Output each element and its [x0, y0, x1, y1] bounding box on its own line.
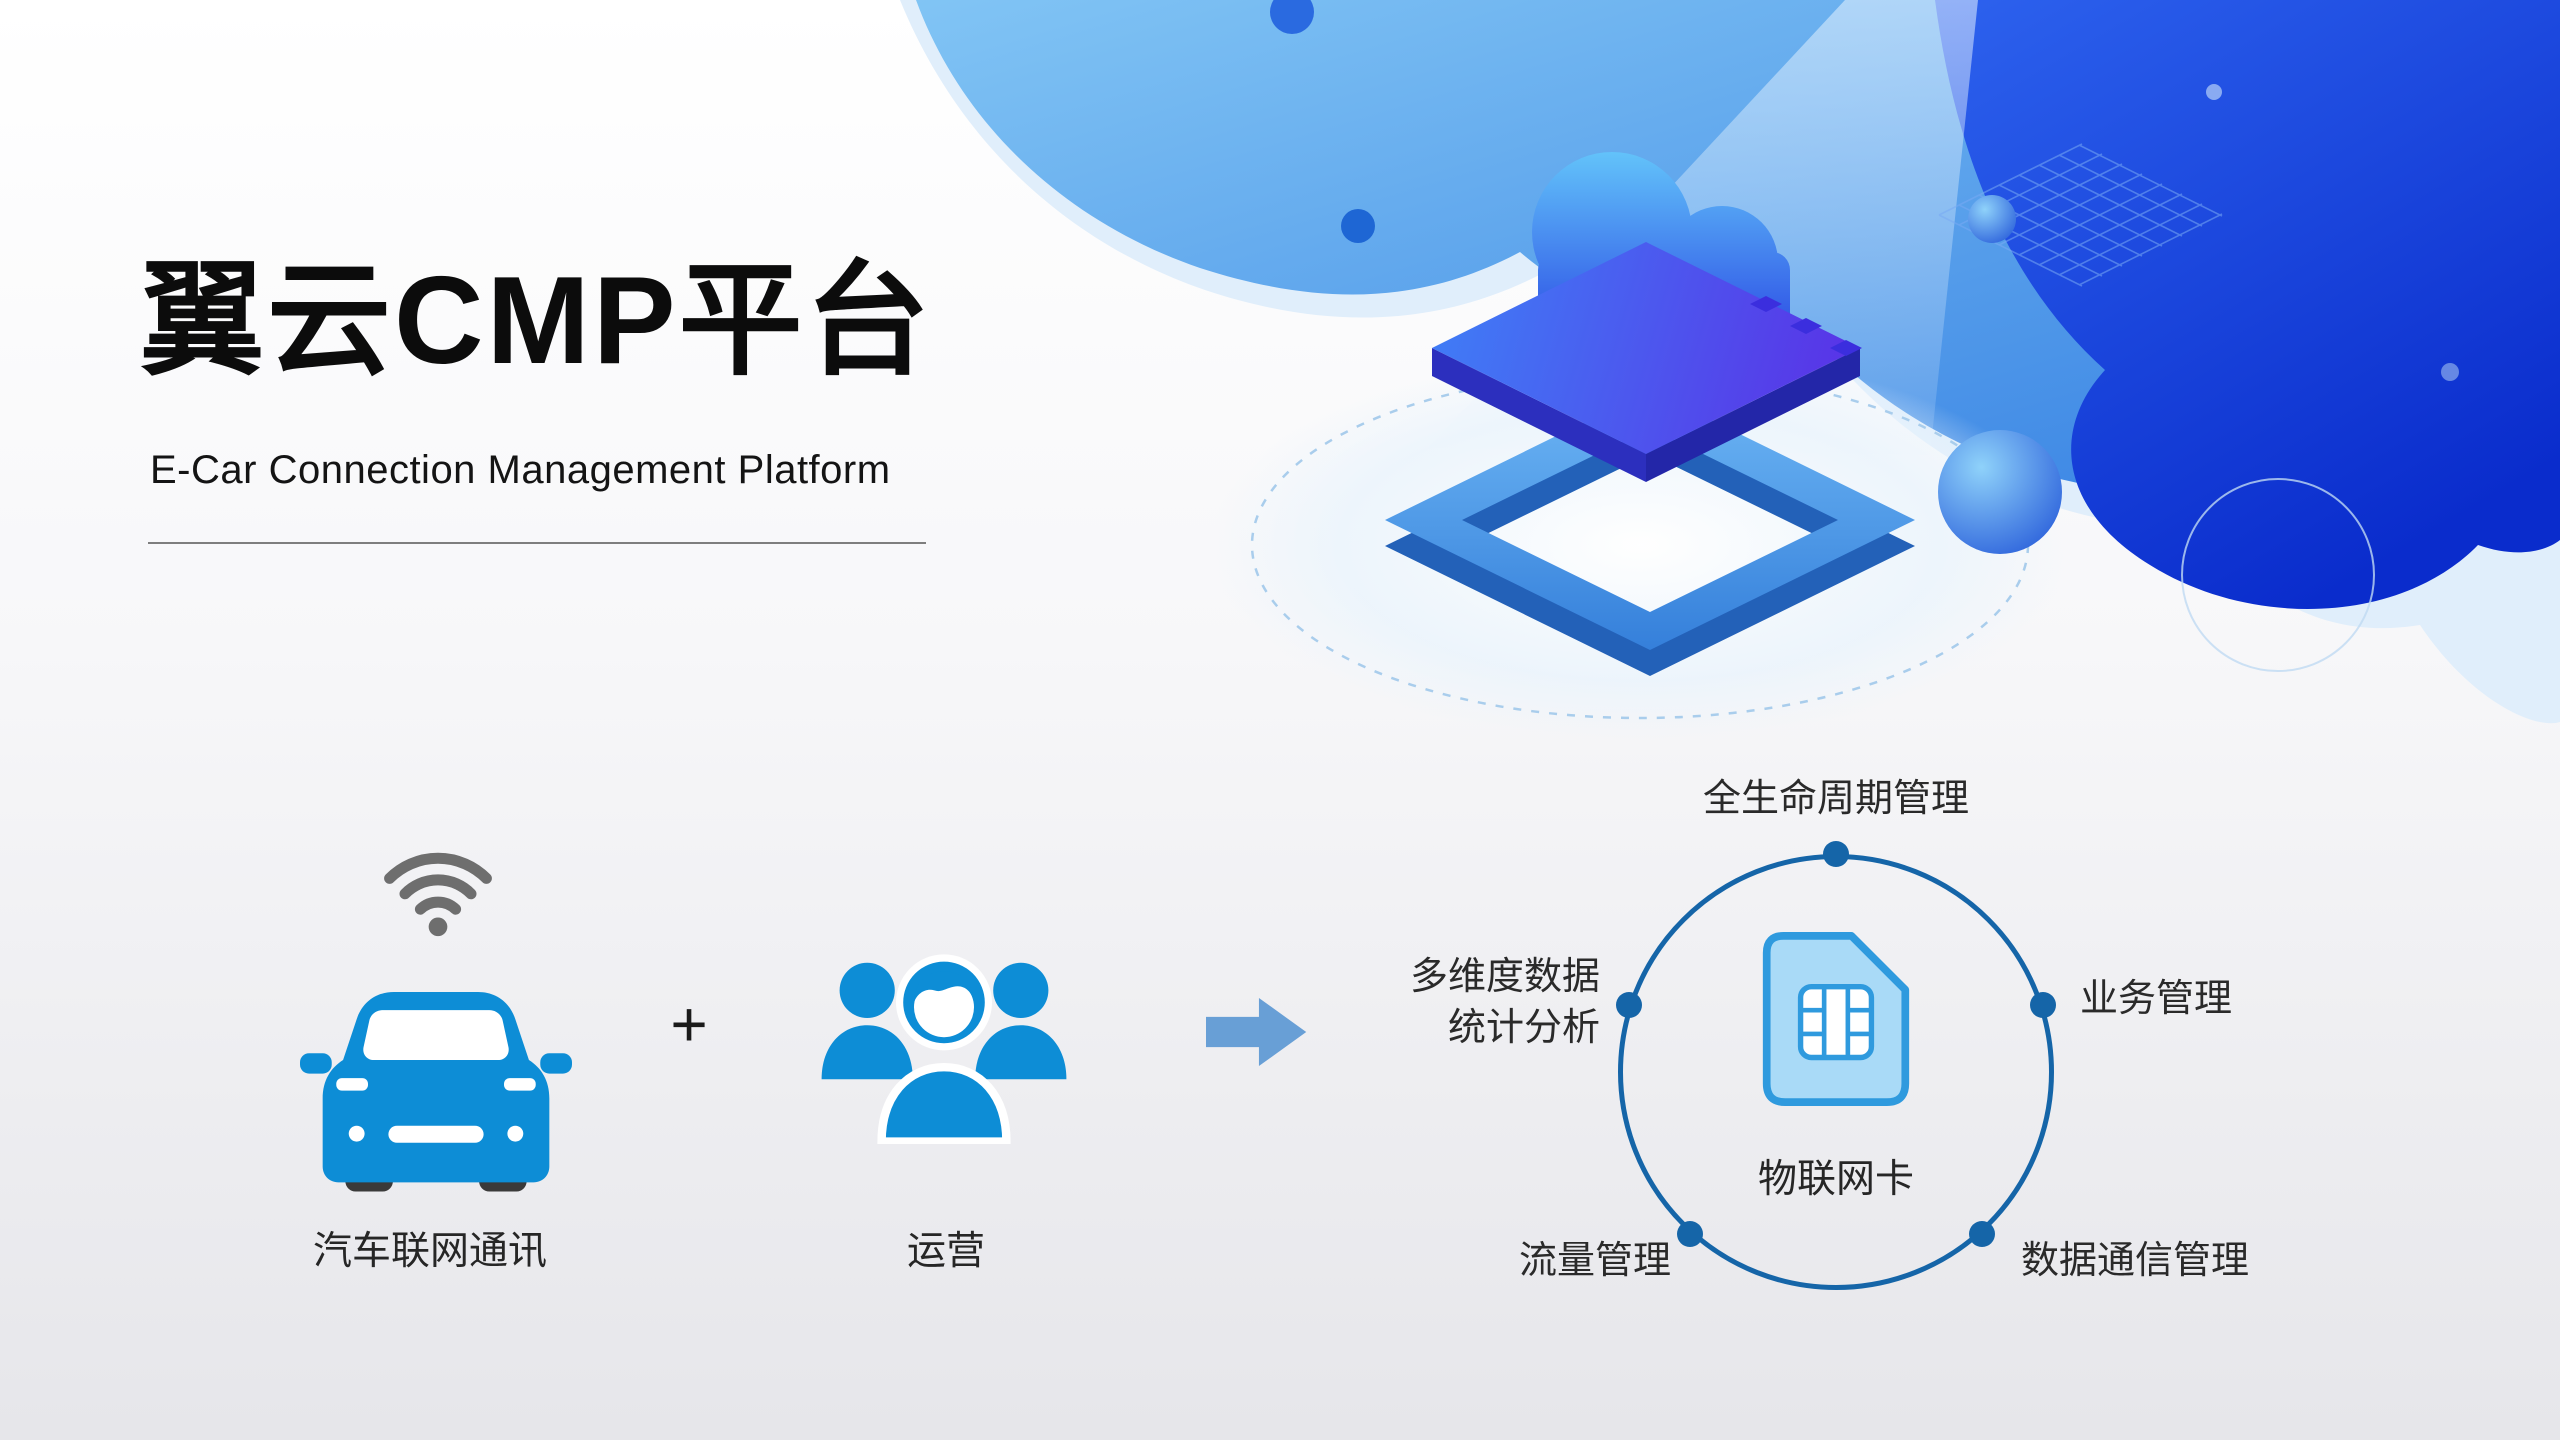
isometric-platform	[1432, 242, 1862, 482]
page-subtitle: E-Car Connection Management Platform	[150, 448, 891, 492]
page-title: 翼云CMP平台	[140, 252, 933, 390]
platform-glow	[1210, 350, 2070, 740]
diagram-node-multi-dimension-analysis: 多维度数据 统计分析	[1409, 956, 1600, 1050]
isometric-frame-side	[1385, 416, 1915, 676]
tiny-dot	[2206, 84, 2222, 100]
platform-base-ellipse	[1250, 370, 2030, 720]
diagram-node-lifecycle: 全生命周期管理	[1702, 778, 1969, 820]
car-icon	[300, 992, 572, 1192]
operations-people-icon	[821, 954, 1067, 1144]
mini-cube	[1830, 340, 1862, 356]
sphere-small	[1341, 209, 1375, 243]
vehicle-label: 汽车联网通讯	[312, 1230, 547, 1273]
outline-circle	[2181, 478, 2375, 672]
sphere-large	[1938, 430, 2062, 554]
diagram-dot-top	[1823, 841, 1849, 867]
diagram-node-traffic: 流量管理	[1518, 1240, 1671, 1282]
diagram-dot-right	[2030, 992, 2056, 1018]
blob-pale-layer	[900, 0, 2560, 724]
light-beam	[1428, 0, 1978, 455]
diagram-dot-bottom-left	[1677, 1221, 1703, 1247]
diagram-node-business: 业务管理	[2080, 978, 2233, 1020]
blob-dark-layer	[1935, 0, 2560, 609]
diagram-dot-bottom-right	[1969, 1221, 1995, 1247]
sim-card-label: 物联网卡	[1757, 1158, 1914, 1201]
wifi-icon	[384, 852, 492, 937]
mini-cube	[1790, 318, 1822, 334]
sphere-edge	[1270, 0, 1314, 34]
isometric-frame-top	[1385, 390, 1915, 650]
blob-mid-layer	[916, 0, 2560, 493]
iso-grid-pattern	[1938, 143, 2223, 287]
plus-sign: +	[670, 988, 708, 1060]
operations-label: 运营	[906, 1230, 985, 1273]
diagram-dot-left	[1616, 992, 1642, 1018]
sphere-medium	[1968, 195, 2016, 243]
tiny-dot	[2441, 363, 2459, 381]
diagram-node-data-communication: 数据通信管理	[2020, 1240, 2249, 1282]
sim-card-icon	[1762, 931, 1910, 1107]
title-divider	[148, 542, 926, 544]
mini-cube	[1750, 296, 1782, 312]
cloud-icon	[1532, 152, 1790, 336]
arrow-right-icon	[1206, 997, 1307, 1067]
